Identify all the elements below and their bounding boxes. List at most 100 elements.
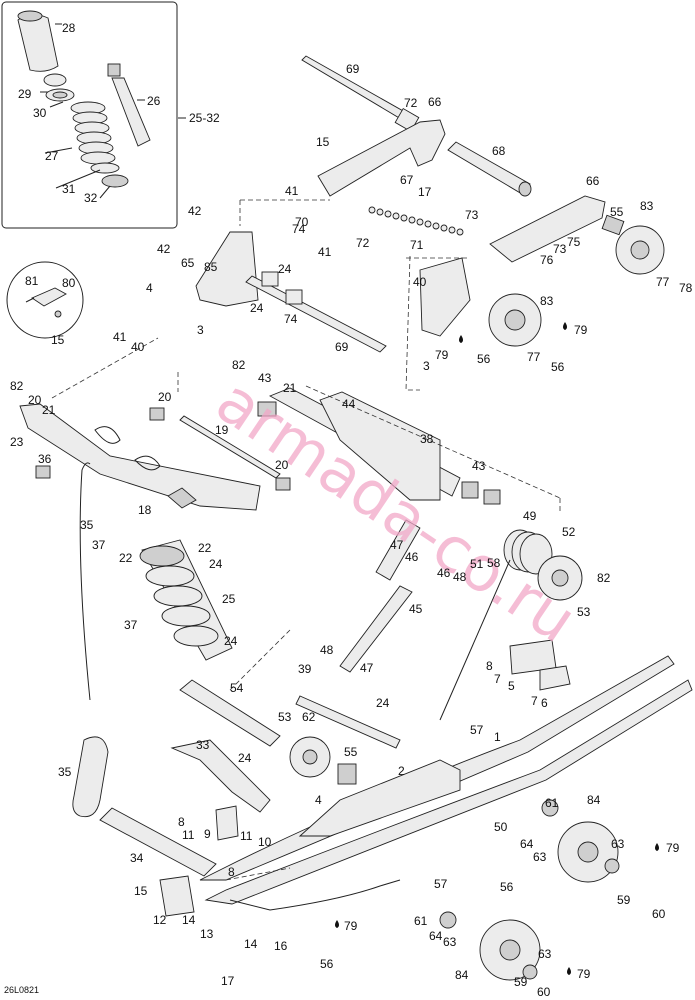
part-label-9: 9 — [204, 827, 211, 841]
part-label-61b: 61 — [414, 914, 428, 928]
part-label-18: 18 — [138, 503, 152, 517]
part-label-24f: 24 — [238, 751, 252, 765]
part-label-48b: 48 — [320, 643, 334, 657]
part-label-15a: 15 — [316, 135, 330, 149]
part-label-84a: 84 — [587, 793, 601, 807]
part-label-24c: 24 — [209, 557, 223, 571]
part-label-53b: 53 — [278, 710, 292, 724]
part-label-40a: 40 — [131, 340, 145, 354]
part-label-77b: 77 — [527, 350, 541, 364]
part-label-24e: 24 — [376, 696, 390, 710]
inset-range-label: 25-32 — [189, 111, 220, 125]
part-label-65: 65 — [181, 256, 195, 270]
part-label-50: 50 — [494, 820, 508, 834]
part-label-31: 31 — [62, 182, 76, 196]
part-label-41b: 41 — [318, 245, 332, 259]
part-label-39: 39 — [298, 662, 312, 676]
part-label-11a: 11 — [182, 828, 195, 842]
part-label-4a: 4 — [146, 281, 153, 295]
part-label-85: 85 — [204, 260, 218, 274]
part-label-15b: 15 — [51, 333, 65, 347]
part-label-46a: 46 — [405, 550, 419, 564]
part-label-44: 44 — [342, 397, 356, 411]
part-label-59a: 59 — [617, 893, 631, 907]
part-label-55a: 55 — [610, 205, 624, 219]
part-label-36: 36 — [38, 452, 52, 466]
part-label-14a: 14 — [182, 913, 196, 927]
part-label-43b: 43 — [472, 459, 486, 473]
part-label-17b: 17 — [221, 974, 235, 988]
part-label-25: 25 — [222, 592, 236, 606]
part-label-75: 75 — [567, 235, 581, 249]
part-label-27: 27 — [45, 149, 59, 163]
part-label-64b: 64 — [429, 929, 443, 943]
rear-arm-assembly — [195, 55, 665, 391]
part-label-79e: 79 — [577, 967, 591, 981]
part-label-22a: 22 — [119, 551, 133, 565]
part-label-63a: 63 — [533, 850, 547, 864]
part-label-63b: 63 — [611, 837, 625, 851]
part-label-20a: 20 — [28, 393, 42, 407]
part-label-63d: 63 — [538, 947, 552, 961]
part-label-84b: 84 — [455, 968, 469, 982]
part-label-62: 62 — [302, 710, 316, 724]
part-label-56b: 56 — [551, 360, 565, 374]
drawing-code: 26L0821 — [4, 985, 39, 995]
part-label-79d: 79 — [344, 919, 358, 933]
part-label-60b: 60 — [537, 985, 551, 999]
part-label-6: 6 — [541, 696, 548, 710]
part-label-76: 76 — [540, 253, 554, 267]
part-label-73b: 73 — [553, 242, 567, 256]
part-label-26: 26 — [147, 94, 161, 108]
part-label-64a: 64 — [520, 837, 534, 851]
part-label-24b: 24 — [250, 301, 264, 315]
part-label-58: 58 — [487, 556, 501, 570]
part-label-42a: 42 — [188, 204, 202, 218]
part-label-81: 81 — [25, 274, 39, 288]
part-label-69a: 69 — [346, 62, 360, 76]
part-label-15c: 15 — [134, 884, 148, 898]
part-label-13: 13 — [200, 927, 214, 941]
drop-icon — [335, 920, 339, 928]
part-label-10: 10 — [258, 835, 272, 849]
part-label-57b: 57 — [434, 877, 448, 891]
lower-assembly — [72, 462, 693, 981]
part-label-74a: 74 — [292, 222, 306, 236]
part-label-47b: 47 — [360, 661, 374, 675]
part-label-35a: 35 — [80, 518, 94, 532]
part-label-57a: 57 — [470, 723, 484, 737]
part-label-17a: 17 — [418, 185, 432, 199]
part-label-21b: 21 — [42, 403, 56, 417]
part-label-61a: 61 — [545, 796, 559, 810]
part-label-22b: 22 — [198, 541, 212, 555]
drop-icon — [655, 843, 659, 851]
part-label-23: 23 — [10, 435, 24, 449]
part-label-33: 33 — [196, 738, 210, 752]
part-label-71: 71 — [410, 238, 424, 252]
part-label-40b: 40 — [413, 275, 427, 289]
lubrication-symbols — [335, 322, 659, 975]
part-label-41a: 41 — [285, 184, 299, 198]
part-label-41c: 41 — [113, 330, 127, 344]
part-label-73a: 73 — [465, 208, 479, 222]
shock-inset — [1, 1, 186, 229]
part-label-46b: 46 — [437, 566, 451, 580]
part-label-82c: 82 — [597, 571, 611, 585]
front-arm-assembly — [19, 337, 561, 512]
part-label-49: 49 — [523, 509, 537, 523]
part-label-32: 32 — [84, 191, 98, 205]
part-label-82a: 82 — [232, 358, 246, 372]
part-label-60a: 60 — [652, 907, 666, 921]
part-label-42b: 42 — [157, 242, 171, 256]
part-label-2: 2 — [398, 764, 405, 778]
part-label-51: 51 — [470, 557, 484, 571]
part-label-24a: 24 — [278, 262, 292, 276]
part-label-82b: 82 — [10, 379, 24, 393]
torsion-spring — [439, 529, 583, 721]
part-label-53a: 53 — [577, 605, 591, 619]
part-label-1: 1 — [494, 730, 501, 744]
part-label-38: 38 — [420, 432, 434, 446]
part-label-59b: 59 — [514, 975, 528, 989]
part-label-3b: 3 — [423, 359, 430, 373]
